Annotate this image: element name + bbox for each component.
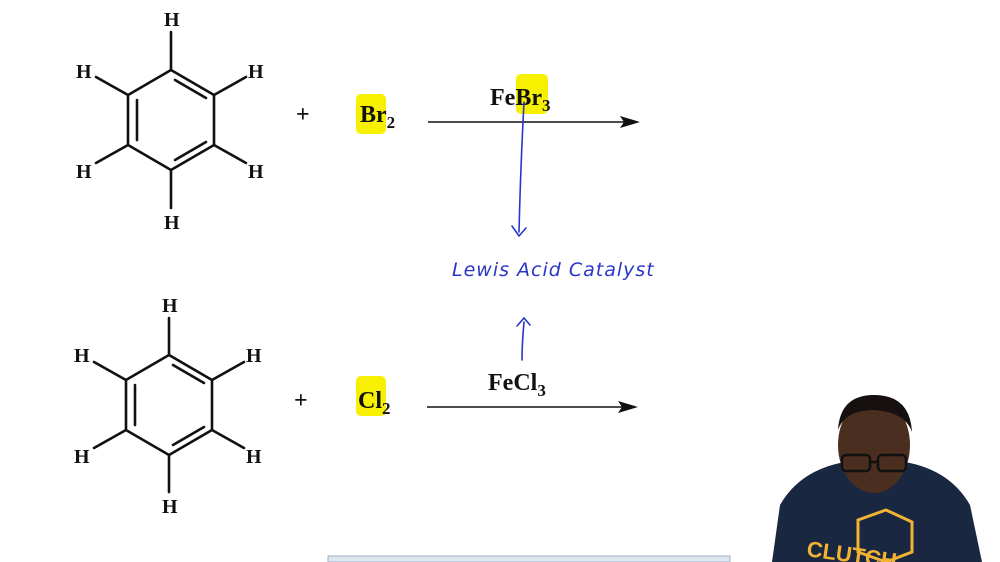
reagent-highlight	[356, 376, 386, 416]
hydrogen-atom: H	[246, 446, 262, 468]
presenter-video: CLUTCH	[772, 395, 982, 562]
hydrogen-atom: H	[164, 212, 180, 234]
hydrogen-atom: H	[76, 161, 92, 183]
plus-sign: +	[294, 388, 308, 414]
hydrogen-atom: H	[246, 345, 262, 367]
hydrogen-atom: H	[74, 446, 90, 468]
annotation-arrow-down	[518, 101, 525, 233]
annotation-arrow-up	[521, 321, 525, 361]
catalyst-fecl3: FeCl3	[488, 370, 546, 400]
hydrogen-atom: H	[74, 345, 90, 367]
arrow-head-2	[618, 401, 638, 413]
lewis-acid-annotation: Lewis Acid Catalyst	[452, 101, 655, 361]
bottom-toolbar-edge	[327, 555, 731, 562]
hydrogen-atom: H	[248, 61, 264, 83]
reagent-bromine: Br2	[360, 102, 395, 132]
reaction-1: H H H H H H + Br2 FeBr3	[76, 9, 640, 234]
plus-sign: +	[296, 102, 310, 128]
reagent-highlight	[356, 94, 386, 134]
hydrogen-atom: H	[164, 9, 180, 31]
catalyst-febr3: FeBr3	[490, 85, 550, 115]
benzene-ring-2: H H H H H H	[74, 295, 262, 518]
benzene-ring-1: H H H H H H	[76, 9, 264, 234]
hydrogen-atom: H	[162, 496, 178, 518]
reaction-2: H H H H H H + Cl2 FeCl3	[74, 295, 638, 518]
reagent-chlorine: Cl2	[358, 388, 391, 418]
hydrogen-atom: H	[248, 161, 264, 183]
annotation-label: Lewis Acid Catalyst	[452, 259, 655, 281]
arrow-head-1	[620, 116, 640, 128]
hydrogen-atom: H	[76, 61, 92, 83]
hydrogen-atom: H	[162, 295, 178, 317]
